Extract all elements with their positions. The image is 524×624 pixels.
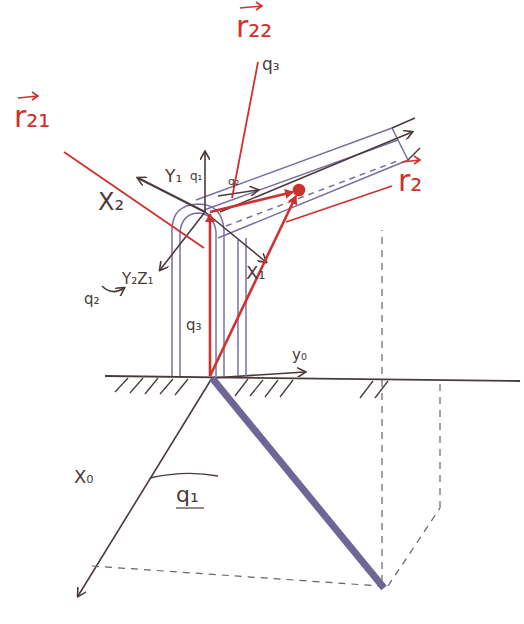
joint-variable: q₁ (190, 170, 202, 182)
axis-label: Y₂Z₁ (122, 272, 153, 287)
vector-label: r₂₁ (14, 102, 50, 132)
axis-label: Y₁ (165, 168, 182, 185)
base-axes (78, 372, 305, 596)
vector-label: r₂ (398, 166, 422, 196)
axis-label: y₀ (292, 348, 307, 363)
projected-link (212, 378, 384, 588)
axis-label: X₂ (98, 190, 124, 214)
vector-arrows (18, 2, 420, 164)
vector-label: r₂₂ (236, 12, 272, 42)
joint-variable: q₃ (262, 56, 280, 73)
joint-variable: q₃ (186, 318, 202, 333)
joint-axes (102, 132, 412, 292)
joint-variable: q₂ (84, 292, 100, 307)
axis-label: X₁ (246, 264, 266, 282)
arm (196, 118, 420, 238)
projection (92, 230, 440, 586)
vectors (210, 185, 304, 376)
joint-variable: q₂ (228, 176, 239, 187)
column (172, 204, 246, 376)
axis-label: X₀ (74, 468, 94, 486)
ground (105, 376, 520, 398)
underline (176, 507, 204, 508)
leader-lines (64, 62, 392, 248)
joint-variable: q₁ (176, 484, 199, 506)
